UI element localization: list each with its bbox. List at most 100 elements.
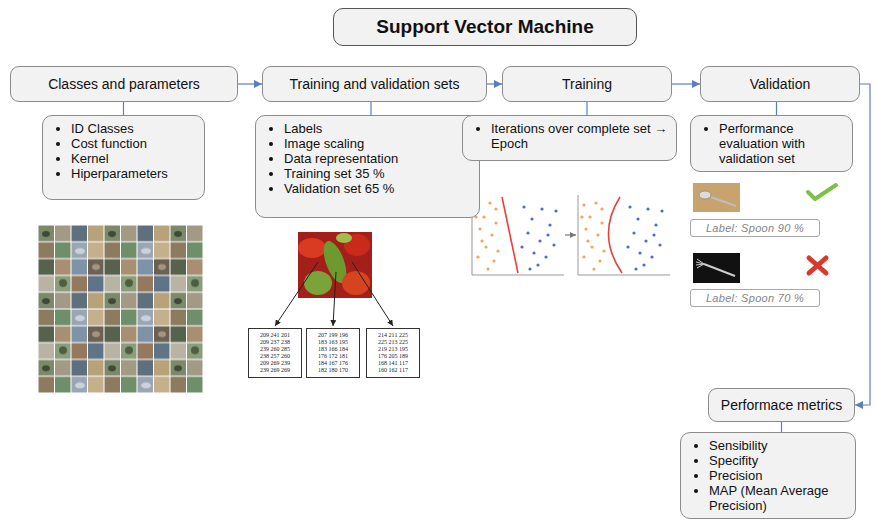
bullet-item: Cost function: [71, 136, 196, 151]
pixel-values: 207 199 196: [311, 332, 355, 339]
connector: [776, 102, 777, 115]
bullet-box: Performance evaluation with validation s…: [690, 115, 853, 172]
bullet-item: Labels: [284, 121, 471, 136]
check-mark: [808, 185, 836, 199]
pixel-values: 214 211 225: [371, 332, 415, 339]
bullet-item: Performance evaluation with validation s…: [719, 121, 844, 166]
pixel-matrix: 214 211 225225 213 225219 213 195176 205…: [366, 328, 420, 378]
pixel-values: 219 213 195: [371, 346, 415, 353]
bullet-item: Hiperparameters: [71, 166, 196, 181]
stage-box: Performace metrics: [708, 388, 855, 422]
pixel-matrix: 207 199 196183 163 195183 166 184176 172…: [306, 328, 360, 378]
bullet-item: Iterations over complete set → Epoch: [491, 121, 668, 151]
pixel-values: 238 257 260: [253, 353, 297, 360]
separating-curve: [608, 197, 622, 273]
connector: [586, 102, 587, 115]
stage-label: Training: [562, 76, 612, 92]
pixel-values: 209 241 201: [253, 332, 297, 339]
pointer-line: [352, 262, 393, 326]
bullet-item: Data representation: [284, 151, 471, 166]
pixel-values: 176 205 189: [371, 353, 415, 360]
pepper: [336, 233, 352, 243]
bullet-item: Image scaling: [284, 136, 471, 151]
bullet-item: Sensibility: [709, 438, 847, 453]
connector: [672, 83, 700, 84]
pixel-pointers: [275, 262, 393, 326]
fork-photo: [693, 253, 740, 283]
stage-box: Validation: [700, 66, 860, 102]
pepper: [298, 238, 326, 258]
label-caption: Label: Spoon 90 %: [695, 221, 815, 235]
title-text: Support Vector Machine: [376, 16, 593, 38]
photo-ground: [693, 253, 740, 283]
label-tag: Label: Spoon 90 %: [690, 219, 820, 237]
spoon-handle: [711, 197, 736, 206]
bullet-item: MAP (Mean Average Precision): [709, 483, 847, 513]
pixel-values: 209 269 239: [253, 360, 297, 367]
transition-arrow: [565, 234, 576, 235]
title-box: Support Vector Machine: [333, 8, 637, 46]
bullet-box: Iterations over complete set → Epoch: [462, 115, 677, 161]
stage-box: Training and validation sets: [262, 66, 487, 102]
bullet-item: Precision: [709, 468, 847, 483]
stage-label: Classes and parameters: [48, 76, 200, 92]
stage-label: Performace metrics: [721, 397, 842, 413]
pixel-values: 182 180 170: [311, 367, 355, 374]
bullet-list: SensibilitySpecifityPrecisionMAP (Mean A…: [689, 438, 847, 513]
bullet-list: LabelsImage scalingData representationTr…: [264, 121, 471, 196]
bullet-item: Validation set 65 %: [284, 181, 471, 196]
label-tag: Label: Spoon 70 %: [690, 289, 820, 307]
cross-mark: [809, 258, 826, 273]
bullet-item: ID Classes: [71, 121, 196, 136]
bullet-list: Performance evaluation with validation s…: [699, 121, 844, 166]
pixel-values: 209 237 238: [253, 339, 297, 346]
separating-line: [502, 197, 518, 273]
bullet-box: LabelsImage scalingData representationTr…: [255, 115, 480, 218]
spoon-photo: [693, 183, 740, 212]
class-dots: [520, 205, 557, 270]
pixel-values: 168 141 117: [371, 360, 415, 367]
fork-handle: [704, 264, 735, 276]
bullet-box: SensibilitySpecifityPrecisionMAP (Mean A…: [680, 432, 856, 519]
bullet-box: ID ClassesCost functionKernelHiperparame…: [42, 115, 205, 200]
cross-stroke: [809, 258, 826, 273]
stage-label: Validation: [750, 76, 810, 92]
bullet-list: ID ClassesCost functionKernelHiperparame…: [51, 121, 196, 181]
pixel-values: 239 269 269: [253, 367, 297, 374]
stage-box: Classes and parameters: [10, 66, 238, 102]
bullet-item: Specifity: [709, 453, 847, 468]
connector: [487, 83, 502, 84]
connector: [123, 102, 124, 115]
pixel-values: 239 260 285: [253, 346, 297, 353]
spoon-bowl: [699, 191, 711, 199]
class-dots: [580, 201, 605, 270]
pixel-matrix: 209 241 201209 237 238239 260 285238 257…: [248, 328, 302, 378]
pepper: [304, 271, 332, 295]
connector: [370, 102, 371, 115]
image-grid: [38, 225, 203, 393]
pixel-values: 225 213 225: [371, 339, 415, 346]
pixel-values: 183 166 184: [311, 346, 355, 353]
pixel-values: 183 163 195: [311, 339, 355, 346]
bullet-item: Training set 35 %: [284, 166, 471, 181]
plot-axes: [472, 195, 564, 275]
connector: [781, 422, 782, 432]
connector: [238, 83, 262, 84]
connector: [855, 84, 870, 405]
stage-label: Training and validation sets: [290, 76, 460, 92]
pointer-line: [333, 272, 336, 326]
fork-tines: [696, 259, 704, 268]
class-dots: [626, 205, 663, 270]
cross-stroke: [809, 258, 826, 273]
pointer-line: [275, 262, 318, 326]
pixel-values: 176 172 181: [311, 353, 355, 360]
stage-box: Training: [502, 66, 672, 102]
pixel-values: 184 167 176: [311, 360, 355, 367]
bullet-list: Iterations over complete set → Epoch: [471, 121, 668, 151]
label-caption: Label: Spoon 70 %: [695, 291, 815, 305]
scatter-plot: [578, 195, 670, 275]
scatter-plot: [472, 195, 564, 275]
pixel-values: 160 162 117: [371, 367, 415, 374]
photo-ground: [693, 183, 740, 212]
bullet-item: Kernel: [71, 151, 196, 166]
